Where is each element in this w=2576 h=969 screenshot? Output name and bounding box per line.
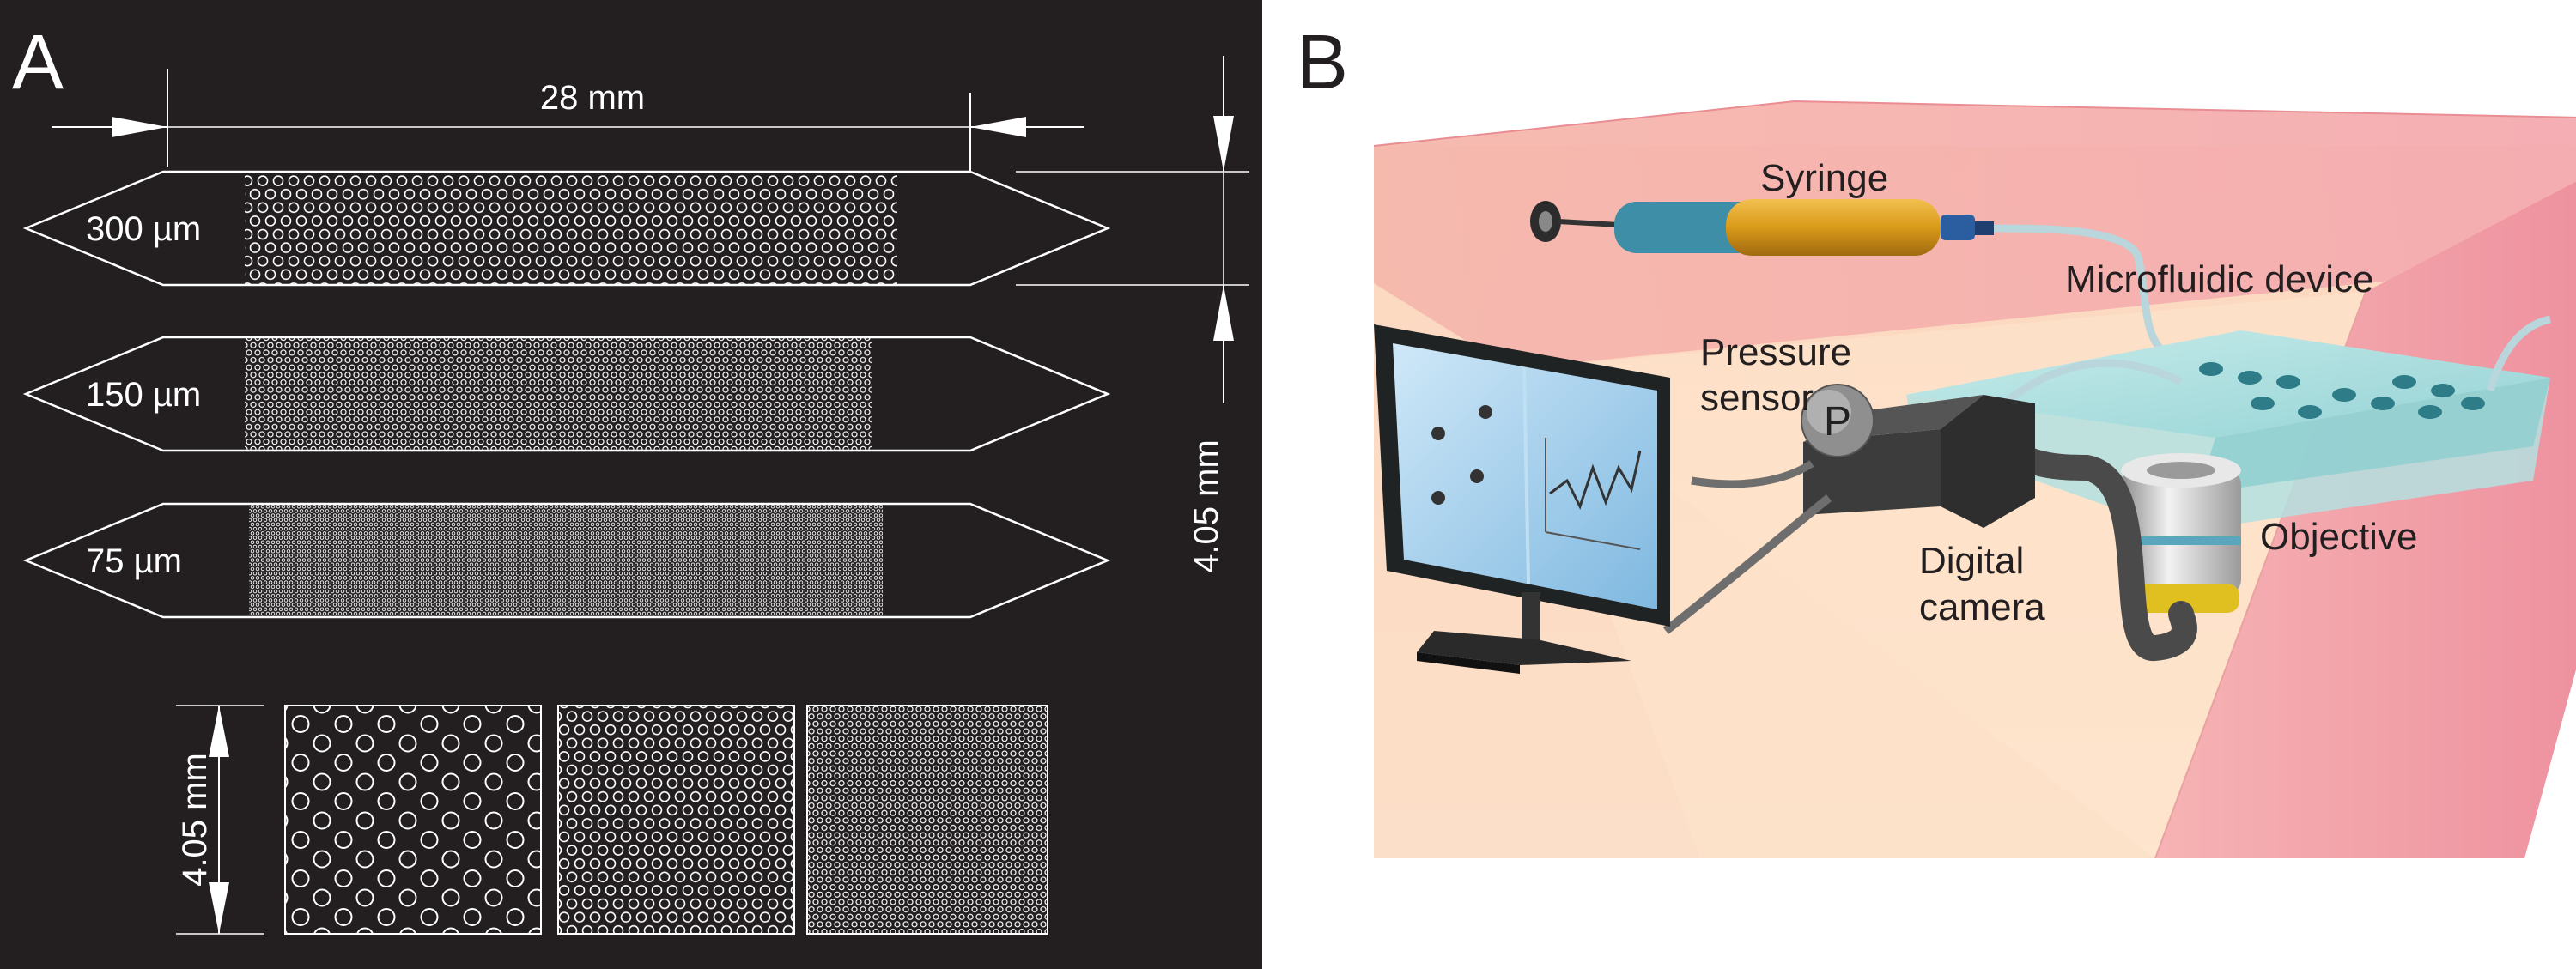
digital-camera-label-2: camera	[1919, 586, 2045, 628]
pressure-sensor-label-1: Pressure	[1700, 331, 1851, 373]
digital-camera	[1662, 395, 2197, 661]
channel-300: 300 µm	[22, 170, 1111, 287]
panel-b: B	[1262, 0, 2576, 969]
pressure-sensor-label-2: sensor	[1700, 377, 1814, 419]
square-label: 4.05 mm	[176, 753, 214, 887]
syringe-label: Syringe	[1760, 157, 1888, 199]
channel-label: 150 µm	[86, 376, 201, 414]
channel-75: 75 µm	[22, 502, 1111, 619]
microfluidic-device	[1906, 315, 2552, 532]
panel-a: A	[0, 0, 1262, 969]
channel-150: 150 µm	[22, 336, 1111, 452]
width-label: 4.05 mm	[1188, 439, 1225, 573]
panel-b-drawing: P Syringe Microfluidic device Pressure s…	[1373, 100, 2576, 859]
microfluidic-device-label: Microfluidic device	[2065, 258, 2373, 300]
detail-square-75	[806, 705, 1048, 935]
syringe	[1530, 199, 2167, 355]
panel-b-letter: B	[1297, 20, 1349, 106]
panel-a-drawing: 28 mm 4.05 mm 300 µm 150 µm	[22, 56, 1249, 935]
channel-label: 300 µm	[86, 210, 201, 248]
objective-label: Objective	[2260, 516, 2417, 558]
channel-label: 75 µm	[86, 542, 182, 580]
panel-a-letter: A	[12, 20, 64, 106]
objective-lens	[2121, 453, 2241, 613]
pressure-sensor: P	[1691, 384, 1874, 488]
width-dimension: 4.05 mm	[1016, 56, 1249, 573]
detail-square-150	[557, 705, 795, 935]
pressure-symbol: P	[1824, 399, 1851, 445]
computer-monitor	[1374, 324, 1670, 674]
length-dimension: 28 mm	[52, 69, 1084, 172]
detail-square-300	[284, 705, 542, 935]
digital-camera-label-1: Digital	[1919, 540, 2024, 582]
length-label: 28 mm	[540, 79, 645, 117]
square-dimension: 4.05 mm	[176, 705, 264, 935]
